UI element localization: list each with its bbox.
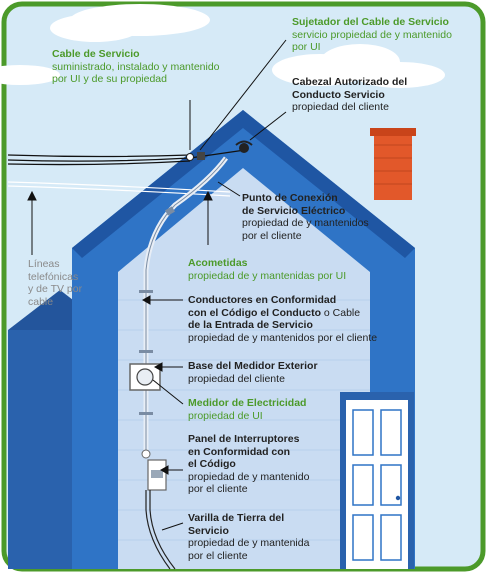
label-cabezal: Cabezal Autorizado del Conducto Servicio…	[292, 76, 407, 114]
base-medidor-desc: propiedad del cliente	[188, 372, 285, 385]
label-panel: Panel de Interruptores en Conformidad co…	[188, 433, 309, 496]
varilla-title-1: Varilla de Tierra del	[188, 512, 285, 524]
cabezal-title-2: Conducto Servicio	[292, 88, 385, 101]
label-base-medidor: Base del Medidor Exterior propiedad del …	[188, 360, 318, 385]
panel-desc-2: por el cliente	[188, 483, 248, 495]
panel-title-2: en Conformidad con	[188, 445, 291, 458]
sujetador-desc-1: servicio propiedad de y mantenido	[292, 28, 452, 41]
label-sujetador: Sujetador del Cable de Servicio servicio…	[292, 16, 452, 54]
cable-servicio-desc-2: por UI y de su propiedad	[52, 73, 167, 85]
conductores-desc: propiedad de y mantenidos por el cliente	[188, 331, 378, 344]
label-varilla: Varilla de Tierra del Servicio propiedad…	[188, 512, 309, 562]
leader-lines	[27, 39, 287, 531]
panel-title-1: Panel de Interruptores	[188, 433, 300, 445]
medidor-desc: propiedad de UI	[188, 409, 263, 422]
varilla-desc-2: por el cliente	[188, 549, 248, 562]
meter	[129, 363, 161, 391]
conductores-title-1: Conductores en Conformidad	[188, 294, 337, 306]
clouds	[0, 4, 445, 88]
ground-rod	[145, 490, 176, 570]
acometidas-desc: propiedad de y mantenidas por UI	[188, 269, 347, 282]
medidor-title: Medidor de Electricidad	[188, 397, 307, 409]
label-conductores: Conductores en Conformidad con el Código…	[188, 294, 377, 344]
base-medidor-title: Base del Medidor Exterior	[188, 360, 318, 372]
sujetador-desc-2: por UI	[292, 41, 321, 53]
varilla-desc-1: propiedad de y mantenida	[188, 537, 310, 549]
door	[340, 392, 414, 569]
punto-conexion-title-1: Punto de Conexión	[242, 192, 338, 204]
lineas-line-4: cable	[28, 295, 54, 308]
cabezal-desc: propiedad del cliente	[292, 101, 389, 113]
cable-servicio-title: Cable de Servicio	[52, 48, 140, 60]
lineas-line-2: telefónicas	[28, 270, 79, 283]
weatherhead	[235, 140, 253, 153]
label-punto-conexion: Punto de Conexión de Servicio Eléctrico …	[242, 192, 369, 242]
punto-conexion-desc-2: por el cliente	[242, 229, 302, 242]
acometidas-title: Acometidas	[188, 257, 248, 269]
conductores-title-tail: o Cable	[321, 306, 361, 319]
phone-tv-lines	[7, 181, 231, 197]
panel-title-3: el Código	[188, 458, 236, 470]
lineas-line-1: Líneas	[28, 258, 60, 270]
cable-fastener	[186, 152, 205, 161]
label-lineas: Líneas telefónicas y de TV por cable	[28, 258, 82, 308]
service-conduit	[139, 156, 229, 450]
punto-conexion-title-2: de Servicio Eléctrico	[242, 204, 346, 217]
panel-desc-1: propiedad de y mantenido	[188, 470, 310, 483]
sujetador-title: Sujetador del Cable de Servicio	[292, 16, 449, 28]
cabezal-title-1: Cabezal Autorizado del	[292, 76, 408, 88]
label-cable-servicio: Cable de Servicio suministrado, instalad…	[52, 48, 220, 86]
punto-conexion-desc-1: propiedad de y mantenidos	[242, 217, 369, 229]
conductores-title-2: con el Código el Conducto	[188, 306, 321, 319]
varilla-title-2: Servicio	[188, 524, 229, 537]
lineas-line-3: y de TV por	[28, 283, 83, 295]
label-medidor: Medidor de Electricidad propiedad de UI	[188, 397, 306, 422]
conductores-title-3: de la Entrada de Servicio	[188, 319, 313, 331]
breaker-panel	[141, 449, 167, 491]
cable-servicio-desc-1: suministrado, instalado y mantenido	[52, 60, 220, 73]
chimney	[370, 128, 416, 200]
label-acometidas: Acometidas propiedad de y mantenidas por…	[188, 257, 346, 282]
